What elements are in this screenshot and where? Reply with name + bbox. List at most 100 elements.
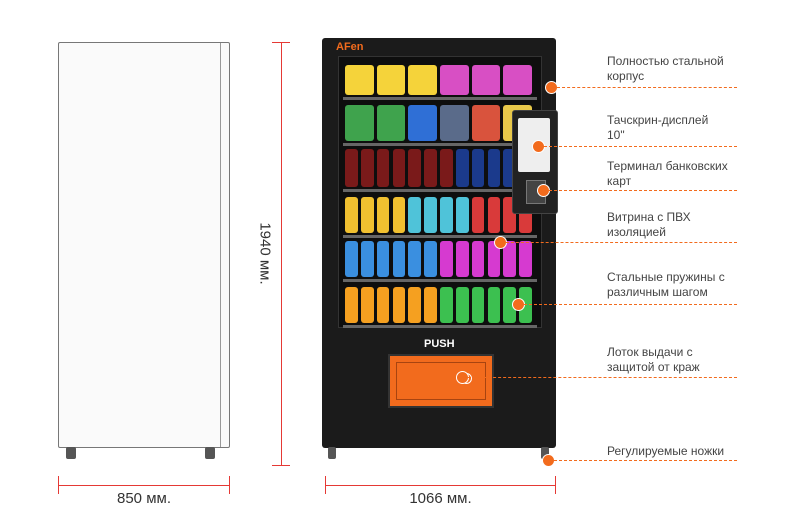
feature-label-line: Регулируемые ножки	[607, 444, 725, 458]
product	[408, 287, 422, 323]
feature-label-line: карт	[607, 174, 632, 188]
product	[487, 287, 501, 323]
feature-label-line: 10"	[607, 128, 625, 142]
callout-line	[468, 377, 737, 378]
product	[503, 241, 517, 277]
callout-line	[554, 460, 737, 461]
product	[408, 105, 437, 141]
product	[345, 105, 374, 141]
shelf	[343, 143, 537, 146]
product	[487, 149, 501, 187]
product	[360, 149, 374, 187]
front-foot-right	[541, 447, 549, 459]
side-view	[58, 42, 230, 448]
product	[471, 287, 485, 323]
side-width-label: 850 мм.	[117, 490, 171, 507]
product	[408, 149, 422, 187]
product	[345, 65, 374, 95]
dim-tick	[58, 476, 59, 494]
dim-tick	[325, 476, 326, 494]
dispense-tray[interactable]	[388, 354, 494, 408]
display-window	[338, 56, 542, 328]
product	[519, 287, 532, 323]
product	[440, 287, 453, 323]
feature-label-line: корпус	[607, 69, 645, 83]
product	[503, 287, 517, 323]
push-label: PUSH	[424, 338, 455, 350]
product	[408, 65, 437, 95]
product	[471, 241, 485, 277]
product	[345, 241, 358, 277]
product	[440, 149, 453, 187]
product	[471, 197, 485, 233]
height-label: 1940 мм.	[256, 222, 274, 285]
product	[519, 241, 532, 277]
product	[424, 287, 437, 323]
feature-label-line: Полностью стальной	[607, 54, 724, 68]
side-foot-right	[205, 447, 215, 459]
product	[471, 149, 485, 187]
product	[455, 149, 469, 187]
dim-tick	[555, 476, 556, 494]
product	[440, 65, 469, 95]
product	[345, 197, 358, 233]
shelf	[343, 97, 537, 100]
product	[360, 287, 374, 323]
product	[408, 197, 422, 233]
callout-line	[549, 190, 737, 191]
shelf	[343, 279, 537, 282]
product	[440, 105, 469, 141]
callout-line	[544, 146, 737, 147]
product	[471, 105, 501, 141]
product	[455, 287, 469, 323]
product	[471, 65, 501, 95]
product	[392, 241, 406, 277]
dim-tick	[272, 465, 290, 466]
product	[487, 241, 501, 277]
feature-label-line: Лоток выдачи с	[607, 345, 693, 359]
front-foot-left	[328, 447, 336, 459]
side-foot-left	[66, 447, 76, 459]
feature-label-line: Стальные пружины с	[607, 270, 725, 284]
feature-label-line: Тачскрин-дисплей	[607, 113, 709, 127]
product	[345, 287, 358, 323]
callout-line	[524, 304, 737, 305]
product	[376, 105, 406, 141]
product	[360, 197, 374, 233]
feature-label-line: изоляцией	[607, 225, 666, 239]
shelf	[343, 189, 537, 192]
product	[455, 241, 469, 277]
front-width-line	[325, 485, 556, 486]
product	[440, 197, 453, 233]
product	[455, 197, 469, 233]
shelf	[343, 235, 537, 238]
shelf	[343, 325, 537, 328]
height-dimension-line	[281, 42, 282, 465]
front-width-label: 1066 мм.	[409, 490, 472, 507]
product	[376, 65, 406, 95]
product	[487, 197, 501, 233]
product	[360, 241, 374, 277]
dim-tick	[229, 476, 230, 494]
callout-line	[506, 242, 737, 243]
product	[376, 197, 390, 233]
product	[503, 65, 532, 95]
product	[392, 287, 406, 323]
side-width-line	[58, 485, 230, 486]
feature-label-line: Терминал банковских	[607, 159, 728, 173]
callout-line	[557, 87, 737, 88]
product	[424, 241, 437, 277]
product	[440, 241, 453, 277]
product	[376, 241, 390, 277]
product	[424, 149, 437, 187]
product	[376, 287, 390, 323]
brand-logo: AFen	[336, 41, 364, 53]
product	[424, 197, 437, 233]
